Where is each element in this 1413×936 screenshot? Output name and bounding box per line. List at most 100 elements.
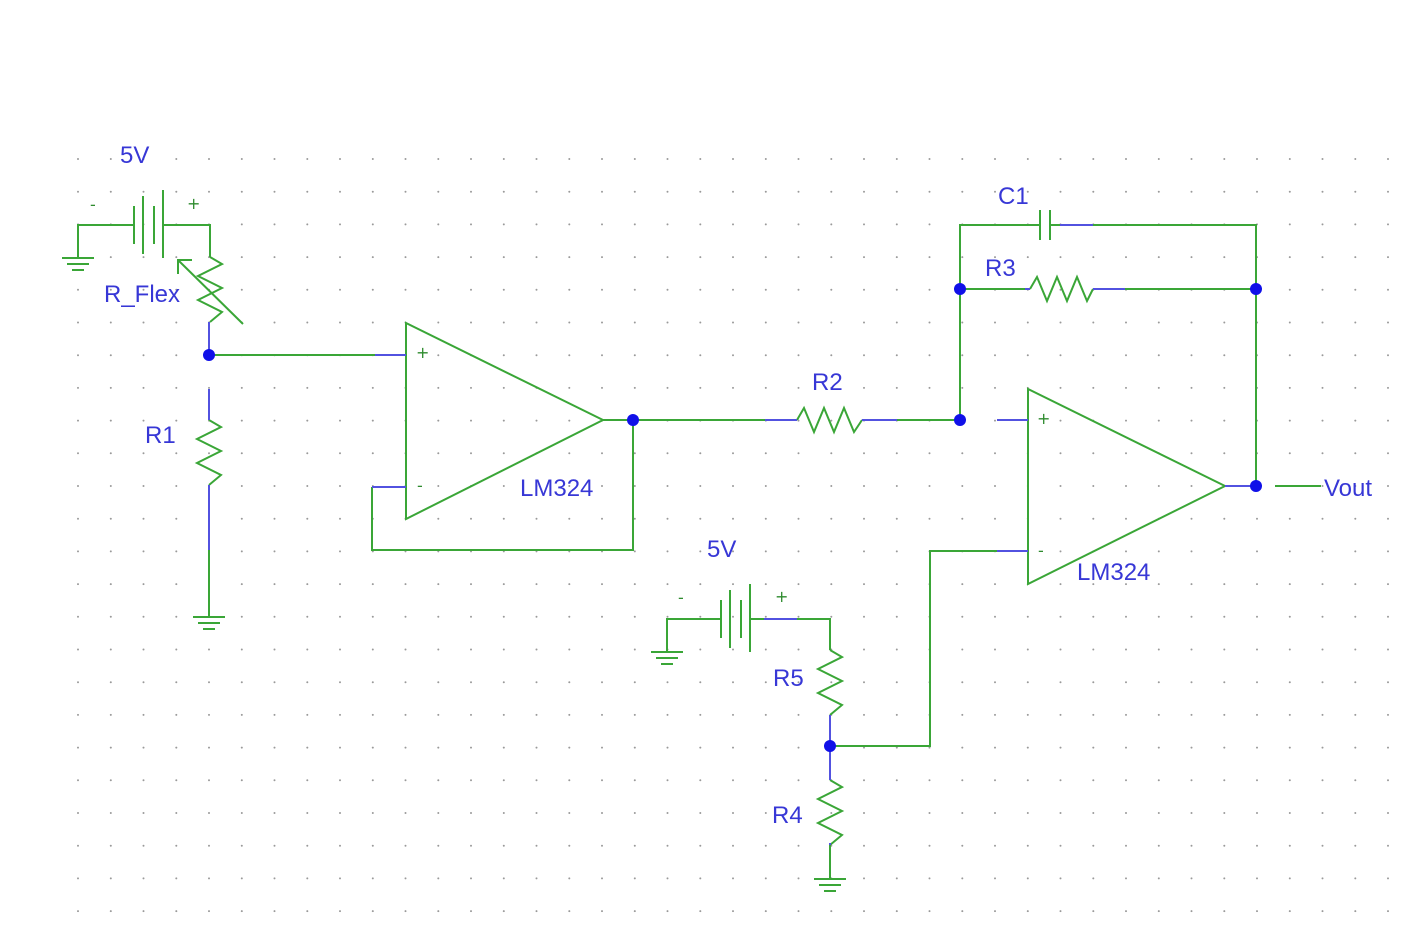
grid-dot (1256, 550, 1258, 553)
grid-dot (699, 288, 702, 291)
grid-dot (470, 517, 472, 520)
grid-dot (306, 158, 309, 160)
grid-dot (764, 517, 767, 520)
grid-dot (568, 779, 571, 782)
grid-dot (109, 713, 112, 716)
grid-dot (764, 812, 767, 814)
grid-dot (1092, 648, 1095, 651)
grid-dot (1321, 386, 1324, 389)
grid-dot (568, 256, 571, 259)
grid-dot (1387, 288, 1389, 291)
grid-dot (1288, 779, 1291, 782)
grid-dot (437, 452, 440, 455)
grid-dot (339, 615, 341, 618)
grid-dot (961, 713, 964, 716)
grid-dot (1125, 681, 1127, 684)
grid-dot (568, 419, 571, 422)
grid-dot (764, 485, 767, 487)
grid-dot (273, 746, 276, 749)
grid-dot (1288, 713, 1291, 716)
grid-dot (764, 877, 767, 880)
grid-dot (1026, 877, 1029, 880)
grid-dot (568, 452, 571, 455)
grid-dot (895, 844, 898, 847)
grid-dot (1059, 158, 1062, 160)
grid-dot (568, 517, 571, 520)
grid-dot (1125, 158, 1127, 160)
node-vout (1250, 480, 1262, 492)
grid-dot (371, 256, 374, 259)
grid-dot (306, 321, 309, 324)
grid-dot (1288, 321, 1291, 324)
grid-dot (633, 648, 636, 651)
grid-dot (109, 681, 112, 684)
grid-dot (175, 746, 178, 749)
grid-dot (928, 190, 931, 193)
grid-dot (1092, 844, 1095, 847)
grid-dot (1288, 517, 1291, 520)
grid-dot (77, 485, 79, 487)
grid-dot (175, 779, 178, 782)
grid-dot (830, 910, 833, 913)
grid-dot (371, 321, 374, 324)
grid-dot (1321, 910, 1324, 913)
grid-dot (863, 681, 865, 684)
grid-dot (502, 910, 505, 913)
grid-dot (208, 812, 210, 814)
grid-dot (895, 648, 898, 651)
grid-dot (535, 615, 538, 618)
grid-dot (1321, 517, 1324, 520)
opamp1-minus-sign: - (417, 476, 423, 495)
grid-dot (699, 844, 702, 847)
grid-dot (1223, 517, 1226, 520)
grid-dot (1387, 517, 1389, 520)
grid-dot (502, 386, 505, 389)
grid-dot (1387, 550, 1389, 553)
grid-dot (77, 158, 79, 160)
grid-dot (928, 910, 931, 913)
grid-dot (142, 485, 145, 487)
grid-dot (339, 386, 341, 389)
grid-dot (633, 158, 636, 160)
grid-dot (994, 615, 996, 618)
grid-dot (1223, 713, 1226, 716)
grid-dot (863, 615, 865, 618)
grid-dot (797, 648, 800, 651)
grid-dot (339, 550, 341, 553)
grid-dot (633, 288, 636, 291)
grid-dot (797, 746, 800, 749)
grid-dot (240, 550, 243, 553)
r-flex-zigzag (195, 256, 225, 323)
grid-dot (1190, 386, 1193, 389)
grid-dot (1256, 583, 1258, 586)
grid-dot (666, 452, 669, 455)
grid-dot (928, 256, 931, 259)
grid-dot (273, 812, 276, 814)
grid-dot (797, 386, 800, 389)
grid-dot (175, 648, 178, 651)
grid-dot (1223, 386, 1226, 389)
grid-dot (699, 713, 702, 716)
junctions (203, 283, 1262, 752)
ground-3 (651, 651, 683, 665)
grid-dot (1288, 615, 1291, 618)
grid-dot (470, 877, 472, 880)
grid-dot (470, 746, 472, 749)
grid-dot (1354, 517, 1357, 520)
grid-dot (142, 812, 145, 814)
grid-dot (502, 681, 505, 684)
grid-dot (1321, 877, 1324, 880)
grid-dot (666, 812, 669, 814)
grid-dot (666, 190, 669, 193)
grid-dot (863, 648, 865, 651)
grid-dot (994, 681, 996, 684)
grid-dot (1354, 485, 1357, 487)
grid-dot (273, 190, 276, 193)
grid-dot (797, 779, 800, 782)
grid-dot (1190, 910, 1193, 913)
grid-dot (77, 910, 79, 913)
grid-dot (1125, 256, 1127, 259)
grid-dot (699, 354, 702, 357)
grid-dot (699, 550, 702, 553)
grid-dot (1223, 158, 1226, 160)
